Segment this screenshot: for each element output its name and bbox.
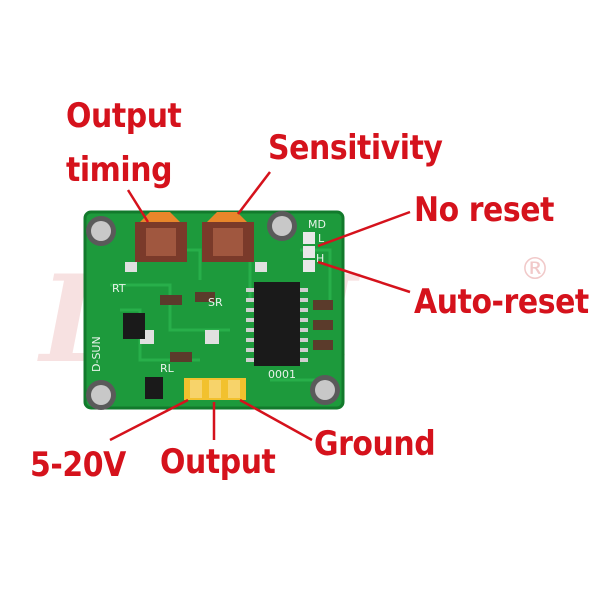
board-label-chip: 0001 bbox=[268, 368, 296, 381]
auto-reset-label: Auto-reset bbox=[414, 282, 589, 322]
registered-mark: ® bbox=[520, 252, 550, 287]
no-reset-label: No reset bbox=[414, 190, 554, 230]
ic-chip bbox=[246, 282, 308, 366]
board-label-rt: RT bbox=[112, 282, 126, 295]
leader-lines bbox=[109, 171, 411, 442]
header-pins bbox=[184, 378, 246, 400]
reset-jumper bbox=[303, 232, 315, 272]
board-label-l: L bbox=[318, 232, 325, 245]
transistor bbox=[123, 313, 145, 339]
output-timing-label-line2: timing bbox=[66, 150, 173, 190]
ground-label: Ground bbox=[314, 424, 436, 464]
board-label-rl: RL bbox=[160, 362, 175, 375]
output-timing-label-line1: Output bbox=[66, 96, 182, 136]
board-label-brand: D-SUN bbox=[90, 336, 103, 372]
sensitivity-label: Sensitivity bbox=[268, 128, 443, 168]
board-label-h: H bbox=[316, 252, 324, 265]
sensitivity-potentiometer bbox=[202, 212, 254, 262]
voltage-label: 5-20V bbox=[30, 445, 126, 485]
board-label-md: MD bbox=[308, 218, 326, 231]
board-label-sr: SR bbox=[208, 296, 223, 309]
output-timing-potentiometer bbox=[135, 212, 187, 262]
output-label: Output bbox=[160, 442, 276, 482]
mounting-screws bbox=[86, 211, 340, 410]
